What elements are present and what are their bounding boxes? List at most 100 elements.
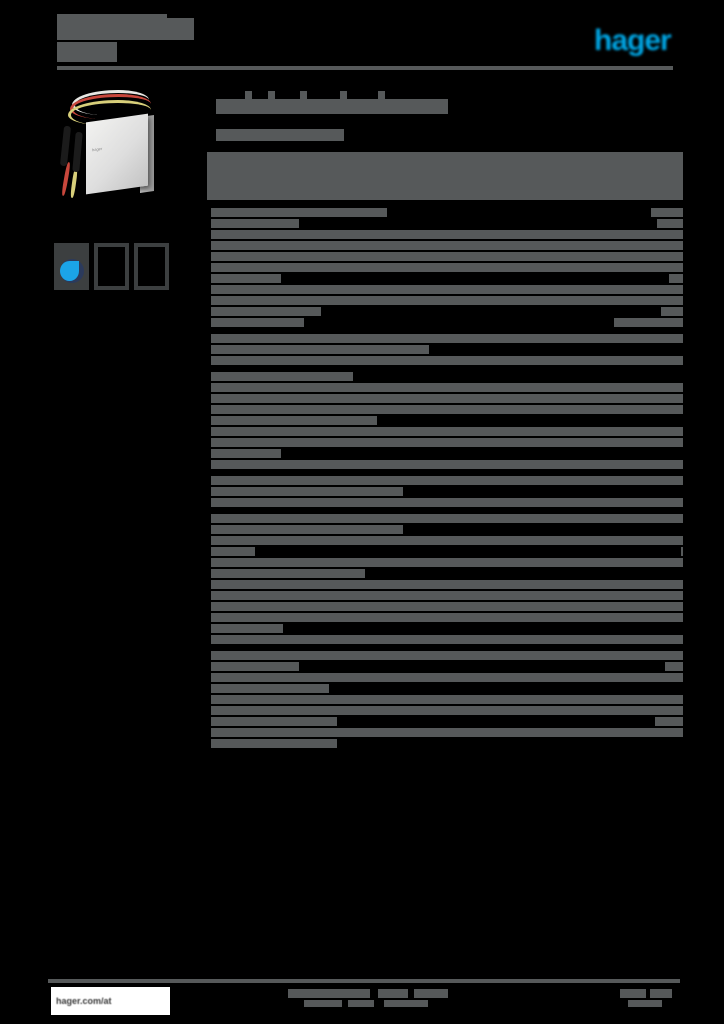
badge-circle-blue	[60, 261, 79, 281]
spec-row-left-notch	[207, 405, 211, 414]
heading-redacted	[216, 99, 448, 114]
spec-row-band	[207, 263, 683, 272]
spec-row	[207, 208, 683, 217]
spec-row	[207, 296, 683, 305]
spec-row	[207, 728, 683, 737]
product-subheading-redacted	[216, 129, 344, 141]
wire-black-1	[59, 125, 72, 167]
title-ascenders	[57, 14, 167, 20]
spec-table-header-redacted	[207, 152, 683, 200]
footer-c6	[384, 1000, 428, 1007]
spec-row-left-notch	[207, 318, 211, 327]
spec-row-left-notch	[207, 717, 211, 726]
spec-row-band	[207, 580, 683, 589]
heading-ascender-4	[340, 91, 347, 100]
spec-row-value-gap	[429, 345, 683, 354]
footer-divider	[48, 979, 680, 983]
spec-row-value-gap	[403, 525, 683, 534]
spec-row-value-gap	[299, 219, 657, 228]
footer-url[interactable]: hager.com/at	[56, 996, 112, 1006]
wire-black-2	[72, 131, 83, 173]
spec-row	[207, 274, 683, 283]
spec-row	[207, 383, 683, 392]
spec-row-left-notch	[207, 613, 211, 622]
heading-ascender-3	[300, 91, 307, 100]
spec-row-band	[207, 230, 683, 239]
spec-row	[207, 356, 683, 365]
spec-section	[207, 372, 683, 469]
spec-row-left-notch	[207, 285, 211, 294]
spec-row-band	[207, 427, 683, 436]
spec-row	[207, 405, 683, 414]
spec-row-left-notch	[207, 296, 211, 305]
spec-row-left-notch	[207, 662, 211, 671]
spec-row	[207, 558, 683, 567]
spec-row	[207, 547, 683, 556]
footer-c5	[348, 1000, 374, 1007]
spec-row	[207, 427, 683, 436]
spec-row	[207, 569, 683, 578]
spec-row-band	[207, 460, 683, 469]
spec-row-value-gap	[353, 372, 683, 381]
spec-row-band	[207, 476, 683, 485]
spec-row-value-gap	[321, 307, 661, 316]
spec-row-left-notch	[207, 274, 211, 283]
spec-row-band	[207, 405, 683, 414]
heading-ascender-5	[378, 91, 385, 100]
spec-row	[207, 706, 683, 715]
icon-box-3	[134, 243, 169, 290]
spec-row-left-notch	[207, 651, 211, 660]
heading-ascender-2	[268, 91, 275, 100]
footer-c3	[414, 989, 448, 998]
icon-box-2	[94, 243, 129, 290]
spec-row-left-notch	[207, 438, 211, 447]
spec-row-left-notch	[207, 476, 211, 485]
spec-row-band	[207, 591, 683, 600]
spec-row-band	[207, 651, 683, 660]
spec-row-value-gap	[299, 662, 665, 671]
spec-row	[207, 498, 683, 507]
spec-section	[207, 651, 683, 748]
spec-row	[207, 635, 683, 644]
spec-row-left-notch	[207, 427, 211, 436]
spec-row-left-notch	[207, 547, 211, 556]
spec-row-value-gap	[377, 416, 683, 425]
spec-row-band	[207, 241, 683, 250]
product-heading	[216, 91, 448, 114]
footer-url-box[interactable]: hager.com/at	[51, 987, 170, 1015]
spec-row-left-notch	[207, 334, 211, 343]
spec-row-band	[207, 514, 683, 523]
spec-row-value-gap	[283, 624, 683, 633]
spec-row	[207, 514, 683, 523]
footer-center-text-redacted	[288, 989, 458, 1009]
header-divider	[57, 66, 673, 70]
spec-row	[207, 230, 683, 239]
heading-ascender-1	[245, 91, 252, 100]
spec-row-left-notch	[207, 673, 211, 682]
spec-row-value-gap	[365, 569, 683, 578]
spec-row-left-notch	[207, 569, 211, 578]
spec-row-left-notch	[207, 263, 211, 272]
spec-row-left-notch	[207, 345, 211, 354]
footer-c4	[304, 1000, 342, 1007]
title-line-2-redacted	[57, 42, 117, 62]
icon-box-3-inner	[138, 247, 165, 286]
spec-row-band	[207, 285, 683, 294]
spec-row-band	[207, 498, 683, 507]
spec-row-left-notch	[207, 706, 211, 715]
spec-row	[207, 334, 683, 343]
spec-row-left-notch	[207, 498, 211, 507]
spec-row	[207, 651, 683, 660]
footer-c1	[288, 989, 370, 998]
icon-box-1	[54, 243, 89, 290]
spec-row	[207, 739, 683, 748]
spec-row-band	[207, 334, 683, 343]
spec-row-left-notch	[207, 580, 211, 589]
page-title	[57, 14, 222, 70]
wire-tail-yellow	[69, 167, 79, 199]
hager-logo: hager	[594, 26, 674, 56]
spec-row	[207, 662, 683, 671]
footer-c2	[378, 989, 408, 998]
spec-row-left-notch	[207, 307, 211, 316]
